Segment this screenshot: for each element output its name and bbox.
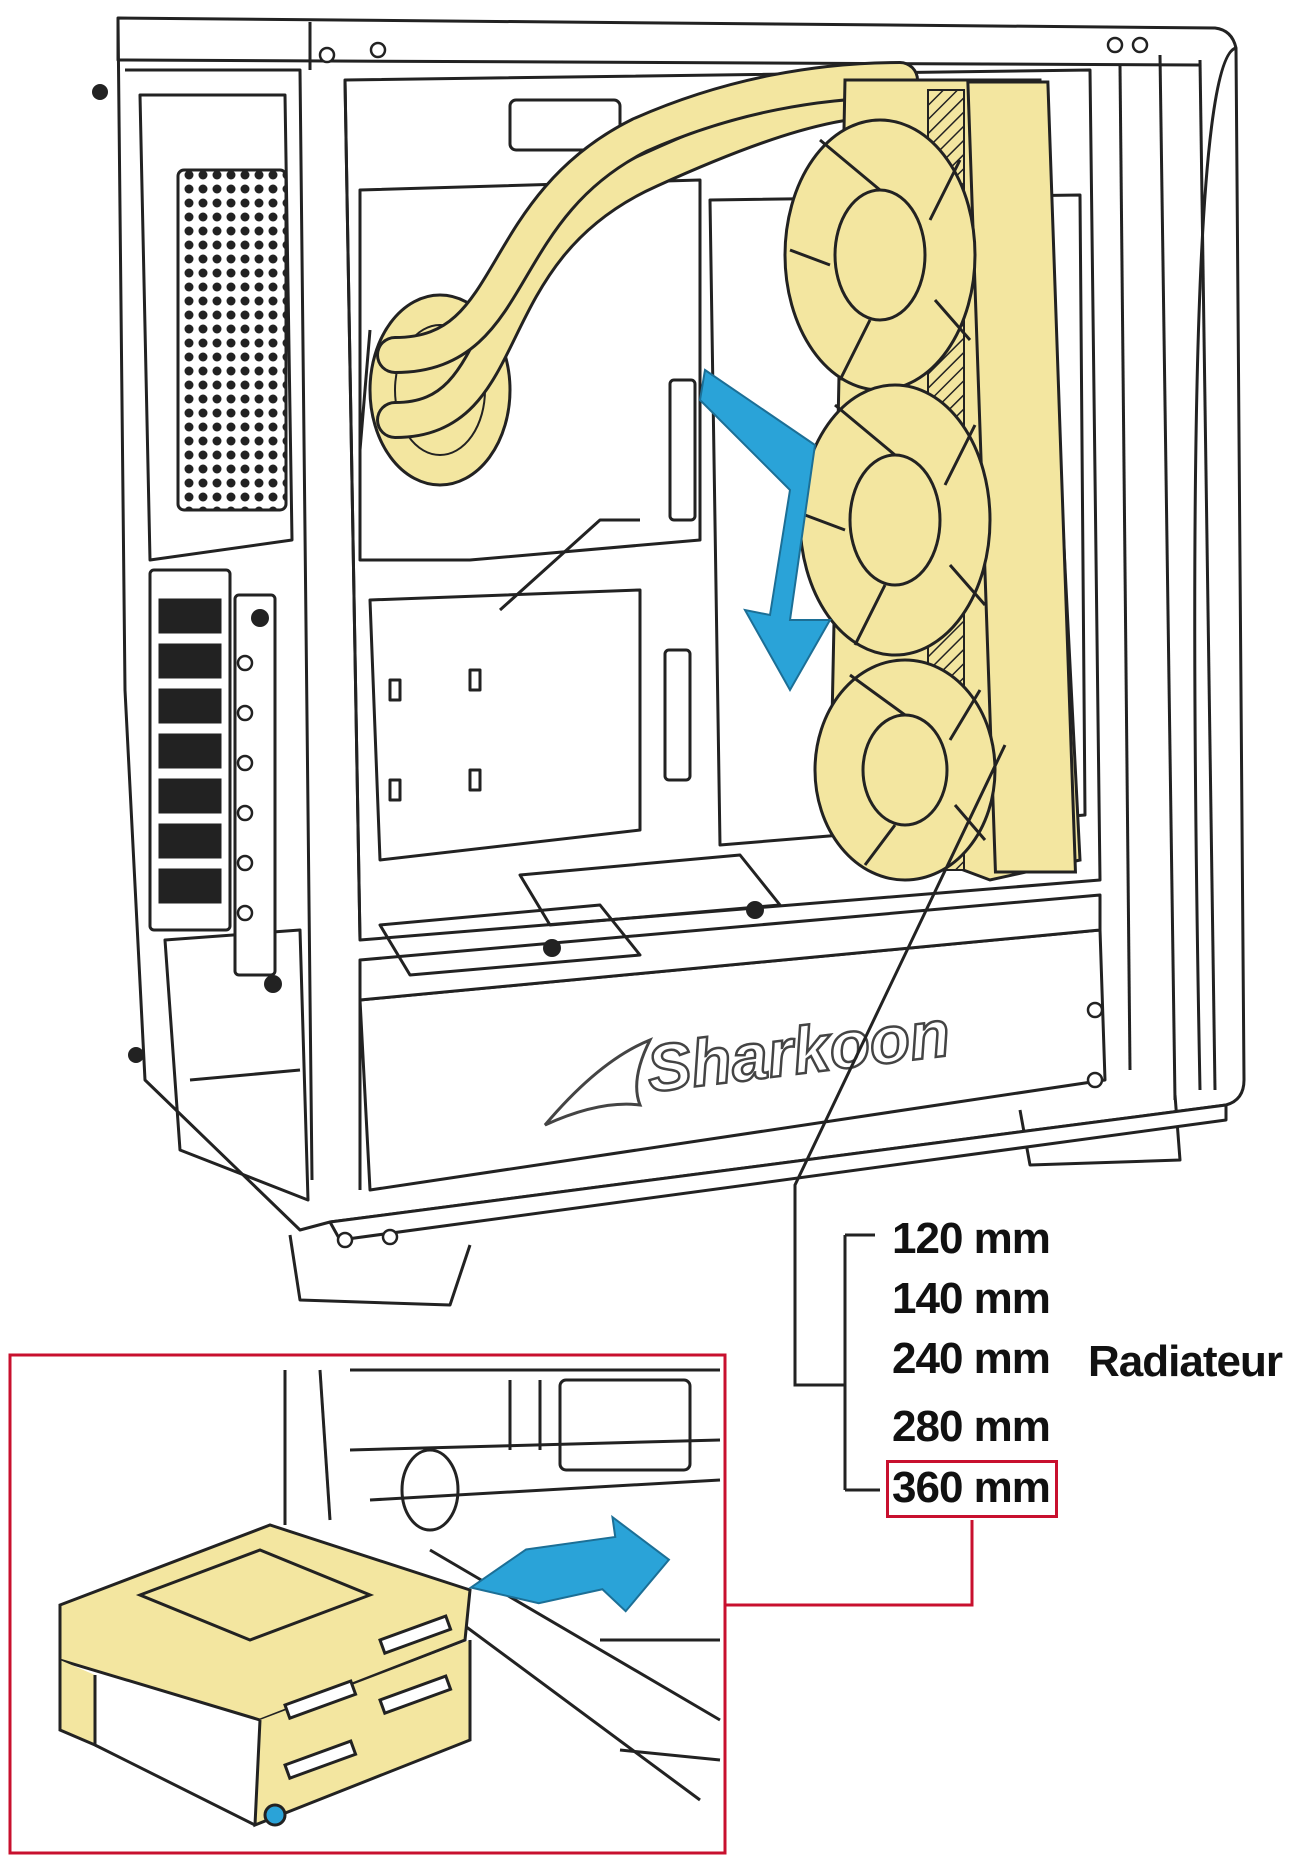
inset-detail <box>8 1353 727 1855</box>
size-label-360: 360 mm <box>892 1463 1051 1512</box>
arrow-left-icon <box>468 1514 671 1613</box>
radiator-fan-top <box>783 118 977 392</box>
radiator-fan-middle <box>798 383 992 657</box>
coolant-tubes <box>376 61 919 439</box>
pci-slot-covers <box>148 568 277 977</box>
size-label-140: 140 mm <box>892 1274 1051 1323</box>
highlight-box-360 <box>886 1460 1058 1518</box>
screw-holes <box>236 36 1149 1249</box>
rear-mesh-grille <box>176 168 288 512</box>
callout-lines <box>793 744 1007 1492</box>
radiator-fan-bottom <box>813 658 997 882</box>
size-label-280: 280 mm <box>892 1402 1051 1451</box>
drive-cage-bracket <box>58 1523 472 1828</box>
radiator-label: Radiateur <box>1088 1337 1283 1386</box>
highlight-connector <box>725 1520 974 1607</box>
arrow-down-icon <box>698 368 832 693</box>
size-label-120: 120 mm <box>892 1214 1051 1263</box>
thumbscrews <box>92 84 764 1063</box>
radiator-360mm <box>783 78 1082 882</box>
size-label-240: 240 mm <box>892 1334 1051 1383</box>
